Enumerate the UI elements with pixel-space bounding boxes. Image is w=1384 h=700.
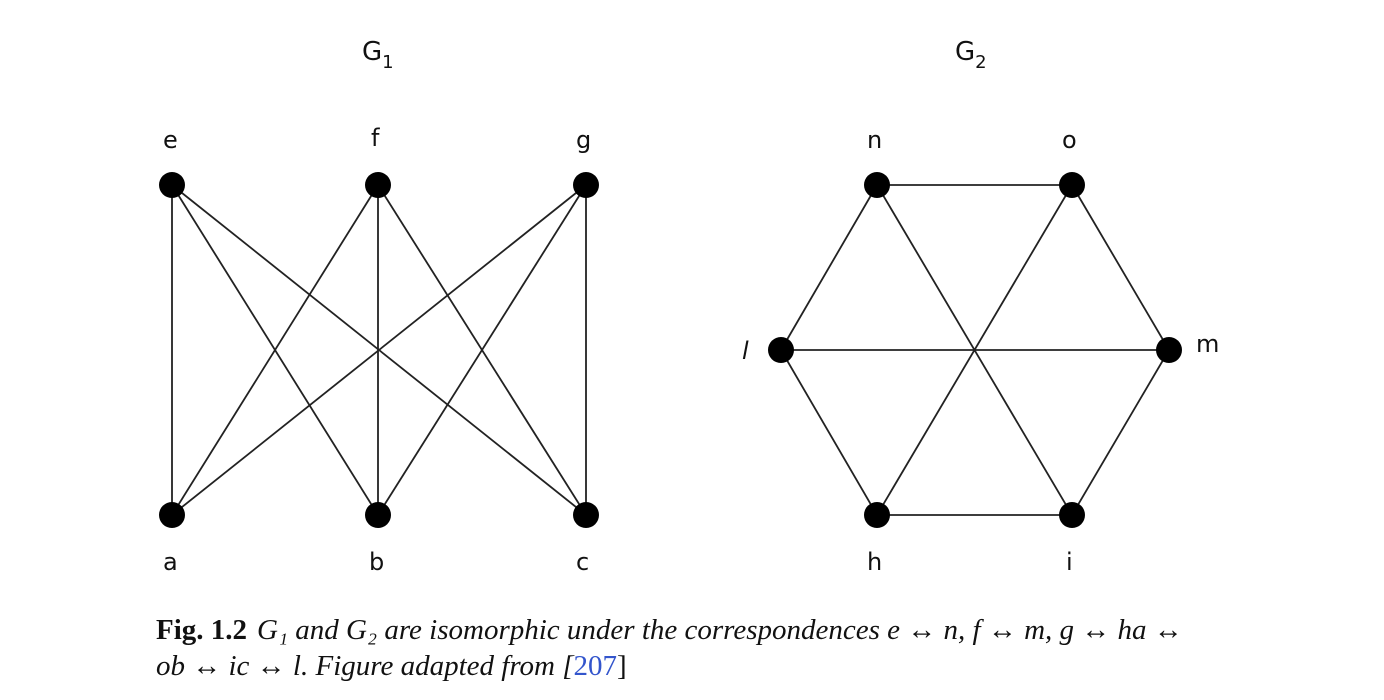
- figure-caption: Fig. 1.2 G₁ and G₂ are isomorphic under t…: [156, 612, 1356, 684]
- g2-label-o: o: [1062, 126, 1077, 154]
- g1-label-b: b: [369, 548, 384, 576]
- caption-line1: G₁ and G₂ are isomorphic under the corre…: [257, 614, 1183, 646]
- g1-node-b: [365, 502, 391, 528]
- g2-node-h: [864, 502, 890, 528]
- figure-number: Fig. 1.2: [156, 614, 248, 646]
- g1-node-c: [573, 502, 599, 528]
- g1-label-e: e: [163, 126, 178, 154]
- g2-label-l: l: [742, 337, 749, 365]
- g2-label-m: m: [1196, 330, 1219, 358]
- g2-title: G2: [955, 37, 987, 73]
- g1-title: G1: [362, 37, 394, 73]
- g2-nodes: [768, 172, 1182, 528]
- g1-label-g: g: [576, 126, 591, 154]
- g2-node-n: [864, 172, 890, 198]
- g2-edge-m-i: [1071, 349, 1170, 516]
- g1-edges: [171, 184, 587, 516]
- g2-node-o: [1059, 172, 1085, 198]
- g2-edge-o-m: [1071, 184, 1170, 351]
- caption-line2-end: ]: [617, 650, 627, 682]
- reference-link[interactable]: 207: [573, 650, 618, 682]
- g1-node-a: [159, 502, 185, 528]
- caption-line2: ob ↔ ic ↔ l. Figure adapted from [: [156, 650, 574, 682]
- g1-nodes: [159, 172, 599, 528]
- g1-node-g: [573, 172, 599, 198]
- g1-edge-g-b: [377, 184, 587, 516]
- g1-label-f: f: [371, 124, 380, 152]
- g1-label-c: c: [576, 548, 589, 576]
- g1-edge-g-a: [171, 184, 587, 516]
- g2-node-l: [768, 337, 794, 363]
- g2-node-m: [1156, 337, 1182, 363]
- g1-label-a: a: [163, 548, 178, 576]
- g2-node-i: [1059, 502, 1085, 528]
- g1-node-e: [159, 172, 185, 198]
- g2-label-i: i: [1066, 548, 1073, 576]
- g2-edges: [780, 184, 1170, 516]
- g2-edge-h-l: [780, 349, 878, 516]
- g1-node-f: [365, 172, 391, 198]
- g2-label-n: n: [867, 126, 882, 154]
- g2-edge-l-n: [780, 184, 878, 351]
- g2-label-h: h: [867, 548, 882, 576]
- g1-edge-f-a: [171, 184, 379, 516]
